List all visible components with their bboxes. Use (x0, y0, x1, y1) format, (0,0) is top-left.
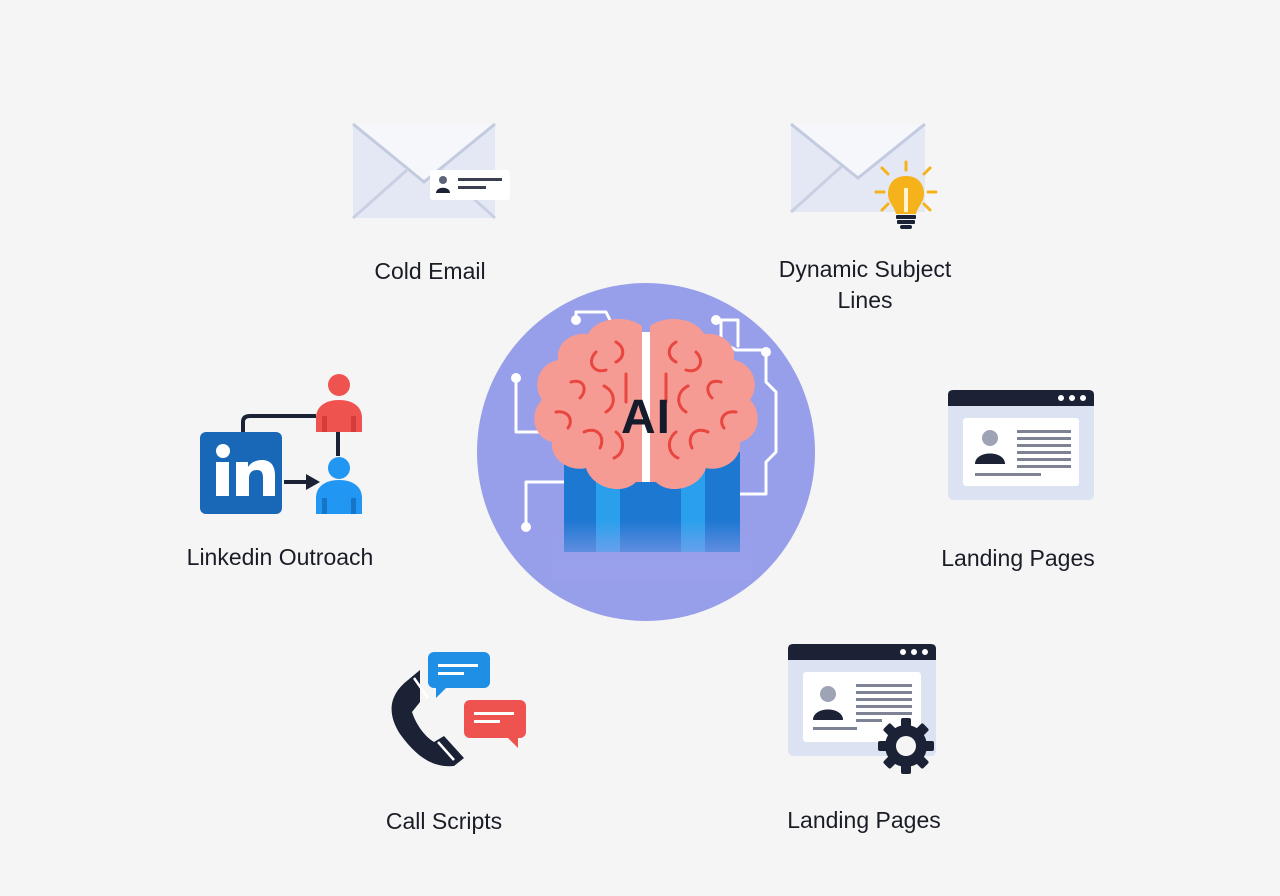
label-linkedin-outreach: Linkedin Outroach (186, 544, 374, 570)
ai-label: AI (621, 391, 671, 444)
node-cold-email (352, 122, 512, 222)
ai-center-node: AI (476, 282, 816, 622)
linkedin-network-icon (200, 374, 362, 514)
label-call-scripts: Call Scripts (385, 808, 503, 834)
node-call-scripts (380, 650, 530, 772)
label-cold-email: Cold Email (374, 258, 486, 284)
brain-icon (477, 283, 815, 621)
node-landing-pages-2 (788, 644, 940, 776)
node-linkedin-outreach (198, 372, 368, 522)
label-line-1: Dynamic Subject (778, 256, 952, 282)
browser-profile-gear-icon (788, 644, 936, 774)
node-dynamic-subject-lines (789, 122, 950, 232)
label-landing-pages-2: Landing Pages (787, 807, 941, 833)
envelope-contact-icon (352, 122, 510, 220)
browser-profile-icon (948, 390, 1094, 500)
label-dynamic-subject-lines: Dynamic Subject Lines (750, 254, 980, 316)
phone-chat-icon (391, 652, 526, 767)
node-landing-pages-1 (948, 390, 1094, 502)
label-landing-pages-1: Landing Pages (941, 545, 1095, 571)
gear-icon (878, 718, 934, 774)
envelope-lightbulb-icon (789, 122, 938, 229)
label-line-2: Lines (837, 287, 893, 313)
